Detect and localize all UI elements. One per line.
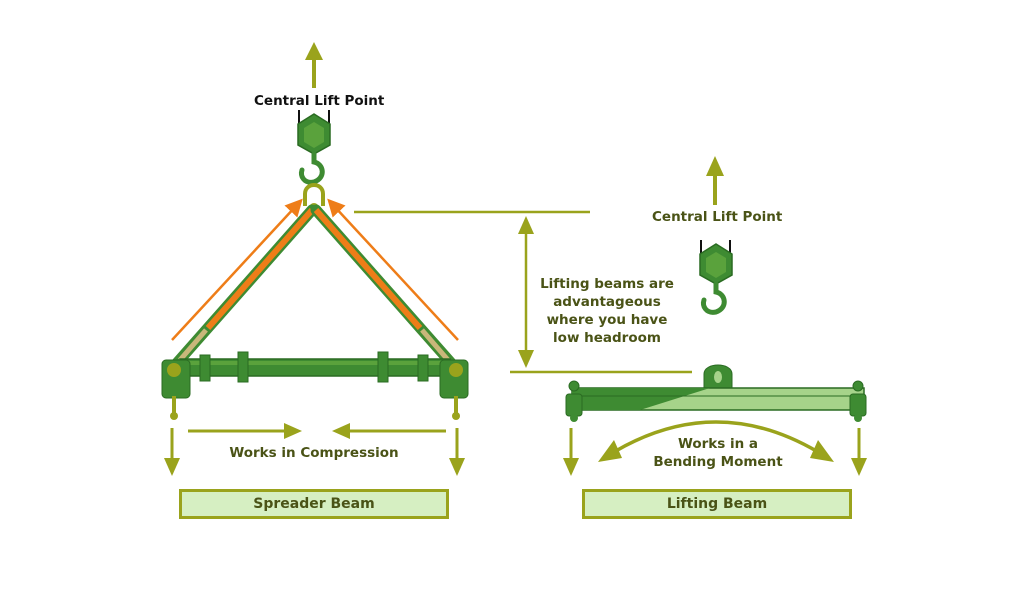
down-arrow-icon <box>449 428 465 476</box>
bending-moment-line: Works in a <box>677 436 759 452</box>
down-arrow-icon <box>851 428 867 476</box>
compression-arrow-right <box>332 423 446 439</box>
lifting-beam-title: Lifting Beam <box>582 489 852 519</box>
bending-moment-label: Works in a Bending Moment <box>648 435 788 471</box>
lifting-beam-drawing <box>565 364 867 422</box>
headroom-note-line: low headroom <box>553 330 661 346</box>
left-tension-arrow <box>171 198 303 341</box>
spreader-beam-title: Spreader Beam <box>179 489 449 519</box>
double-arrow-icon <box>518 216 534 368</box>
curved-arrow-icon <box>598 420 834 462</box>
hook-icon <box>699 240 733 315</box>
bending-moment-line: Bending Moment <box>653 454 783 470</box>
spreader-beam-drawing <box>161 351 469 420</box>
headroom-note-line: where you have <box>546 312 668 328</box>
spreader-lift-label: Central Lift Point <box>254 93 385 109</box>
compression-arrow-left <box>188 423 302 439</box>
right-sling <box>310 204 458 370</box>
headroom-note: Lifting beams are advantageous where you… <box>537 275 677 347</box>
down-arrow-icon <box>164 428 180 476</box>
headroom-note-line: Lifting beams are <box>540 276 674 292</box>
up-arrow-icon <box>305 42 323 88</box>
left-sling <box>170 204 318 370</box>
compression-label: Works in Compression <box>229 445 399 461</box>
hook-icon <box>297 110 331 185</box>
right-tension-arrow <box>327 198 459 341</box>
lifting-lift-label: Central Lift Point <box>652 209 783 225</box>
headroom-note-line: advantageous <box>553 294 661 310</box>
down-arrow-icon <box>563 428 579 476</box>
up-arrow-icon <box>706 156 724 205</box>
